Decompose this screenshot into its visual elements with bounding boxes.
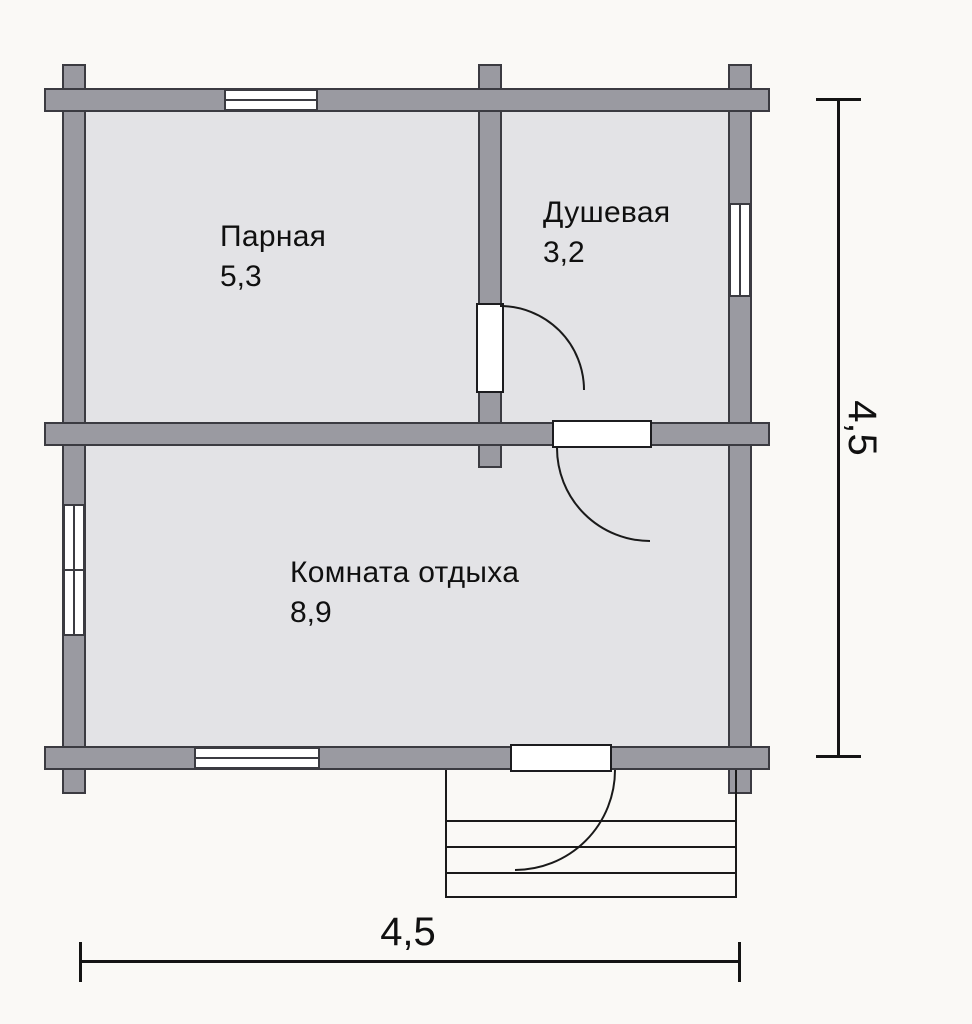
- window-top: [224, 89, 318, 111]
- dimension-tick-left: [79, 942, 82, 982]
- room-label-parnaya: Парная: [220, 220, 327, 253]
- room-area-dushevaya: 3,2: [543, 236, 585, 269]
- dimension-tick-top: [816, 98, 861, 101]
- dimension-label-width: 4,5: [380, 910, 436, 954]
- window-left: [63, 504, 85, 636]
- step-line: [447, 846, 735, 848]
- window-pane-line: [196, 757, 318, 759]
- wall-middle: [44, 422, 770, 446]
- dimension-tick-bottom: [816, 755, 861, 758]
- step-line: [447, 820, 735, 822]
- log-end-top-left: [62, 64, 86, 92]
- window-cross-bar: [65, 569, 83, 571]
- log-end-bottom-right: [728, 766, 752, 794]
- step-line: [447, 872, 735, 874]
- entrance-steps: [445, 770, 737, 898]
- door-shower-opening: [476, 303, 504, 393]
- window-pane-line: [739, 205, 741, 295]
- dimension-line-horizontal: [80, 960, 740, 963]
- room-area-parnaya: 5,3: [220, 260, 262, 293]
- door-rest-opening: [552, 420, 652, 448]
- room-label-otdyha: Комната отдыха: [290, 556, 520, 589]
- dimension-line-vertical: [837, 100, 840, 758]
- window-right: [729, 203, 751, 297]
- room-label-dushevaya: Душевая: [543, 196, 671, 229]
- door-entrance-opening: [510, 744, 612, 772]
- dimension-label-height: 4,5: [840, 400, 885, 456]
- window-bottom: [194, 747, 320, 769]
- log-end-top-right: [728, 64, 752, 92]
- dimension-tick-right: [738, 942, 741, 982]
- wall-bottom: [44, 746, 770, 770]
- room-area-otdyha: 8,9: [290, 596, 332, 629]
- window-pane-line: [226, 99, 316, 101]
- wall-top: [44, 88, 770, 112]
- log-end-bottom-left: [62, 766, 86, 794]
- log-end-partition-bottom: [478, 444, 502, 468]
